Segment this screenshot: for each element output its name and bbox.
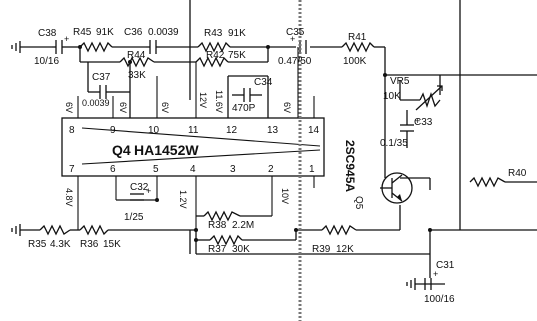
q5-part: 2SC945A (343, 140, 357, 192)
ic-pin-14: 14 (308, 125, 320, 136)
r41-ref: R41 (348, 32, 367, 43)
c33-value: 0.1/35 (380, 138, 408, 149)
q5-transistor (380, 172, 413, 204)
c36-capacitor (146, 40, 160, 54)
c38-capacitor: + (52, 34, 69, 54)
r45-resistor (79, 41, 113, 53)
c37-value: 0.0039 (82, 98, 110, 108)
ic-pin-4: 4 (190, 164, 196, 175)
c32-ref: C32 (130, 182, 149, 193)
c38-ref: C38 (38, 28, 57, 39)
r39-ref: R39 (312, 244, 331, 255)
voltage-pin8: 6V (64, 102, 74, 113)
vr5-variable-resistor (415, 85, 443, 111)
r42-resistor (195, 56, 229, 68)
r44-value: 33K (128, 70, 146, 81)
c31-capacitor: + (424, 269, 438, 290)
c32-value: 1/25 (124, 212, 144, 223)
svg-text:+: + (415, 116, 420, 126)
r41-value: 100K (343, 56, 367, 67)
svg-text:+: + (146, 186, 151, 196)
input-ground-symbol-bottom (11, 224, 21, 236)
svg-text:+: + (433, 269, 438, 279)
ic-part-label: HA1452W (134, 142, 199, 158)
ic-pin-7: 7 (69, 164, 75, 175)
c35-ref: C35 (286, 27, 305, 38)
c31-ref: C31 (436, 260, 455, 271)
ic-ref-label: Q4 (112, 142, 131, 158)
ground-symbol-c31 (406, 278, 416, 290)
r44-ref: R44 (127, 50, 146, 61)
r37-value: 30K (232, 244, 250, 255)
r38-resistor (203, 210, 241, 222)
input-ground-symbol-top (11, 41, 21, 53)
r35-value: 4.3K (50, 239, 71, 250)
r44-resistor (119, 56, 155, 68)
r39-value: 12K (336, 244, 354, 255)
ic-pin-6: 6 (110, 164, 116, 175)
voltage-pin12: 11.6V (214, 90, 224, 113)
ic-pin-12: 12 (226, 125, 238, 136)
c35-value: 0.47/50 (278, 56, 312, 67)
voltage-pin7: 4.8V (64, 188, 74, 207)
voltage-pin9: 6V (118, 102, 128, 113)
c34-ref: C34 (254, 77, 273, 88)
voltage-pin11: 12V (198, 92, 208, 108)
c32-capacitor: + (130, 186, 151, 201)
r37-ref: R37 (208, 244, 227, 255)
r35-resistor (39, 224, 71, 236)
c35-capacitor: + (290, 34, 307, 54)
svg-text:+: + (290, 34, 295, 44)
c38-value: 10/16 (34, 56, 59, 67)
c36-value: 0.0039 (148, 27, 179, 38)
ic-pin-13: 13 (267, 125, 279, 136)
voltage-pin4: 1.2V (178, 190, 188, 209)
c34-capacitor (232, 88, 262, 102)
vr5-ref: VR5 (390, 76, 410, 87)
c37-capacitor (90, 85, 116, 99)
ic-pin-9: 9 (110, 125, 116, 136)
r36-value: 15K (103, 239, 121, 250)
c34-value: 470P (232, 103, 256, 114)
r40-resistor (469, 176, 506, 188)
c37-ref: C37 (92, 72, 111, 83)
ic-pin-10: 10 (148, 125, 160, 136)
c33-capacitor: + (400, 110, 420, 148)
r41-resistor (341, 41, 375, 53)
vr5-value: 10K (383, 91, 401, 102)
r38-ref: R38 (208, 220, 227, 231)
c31-value: 100/16 (424, 294, 455, 305)
r40-ref: R40 (508, 168, 527, 179)
r45-value: 91K (96, 27, 114, 38)
svg-text:+: + (64, 34, 69, 44)
ic-pin-8: 8 (69, 125, 75, 136)
ic-pin-5: 5 (153, 164, 159, 175)
c36-ref: C36 (124, 27, 143, 38)
ic-pin-3: 3 (230, 164, 236, 175)
voltage-pin13: 6V (282, 102, 292, 113)
r43-value: 91K (228, 28, 246, 39)
ic-q4-block (61, 117, 325, 177)
ic-pin-2: 2 (268, 164, 274, 175)
r42-value: 75K (228, 50, 246, 61)
r36-ref: R36 (80, 239, 99, 250)
wires (20, 0, 537, 285)
c33-ref: C33 (414, 117, 433, 128)
r43-resistor (197, 41, 231, 53)
ic-pin-1: 1 (309, 164, 315, 175)
r39-resistor (321, 224, 357, 236)
q5-ref: Q5 (353, 196, 364, 210)
voltage-pin10: 6V (160, 102, 170, 113)
r43-ref: R43 (204, 28, 223, 39)
voltage-pin1: 10V (280, 188, 290, 204)
r37-resistor (209, 234, 243, 246)
r45-ref: R45 (73, 27, 92, 38)
r35-ref: R35 (28, 239, 47, 250)
ic-pin-11: 11 (188, 125, 199, 136)
r36-resistor (79, 224, 109, 236)
r42-ref: R42 (206, 50, 225, 61)
r38-value: 2.2M (232, 220, 254, 231)
